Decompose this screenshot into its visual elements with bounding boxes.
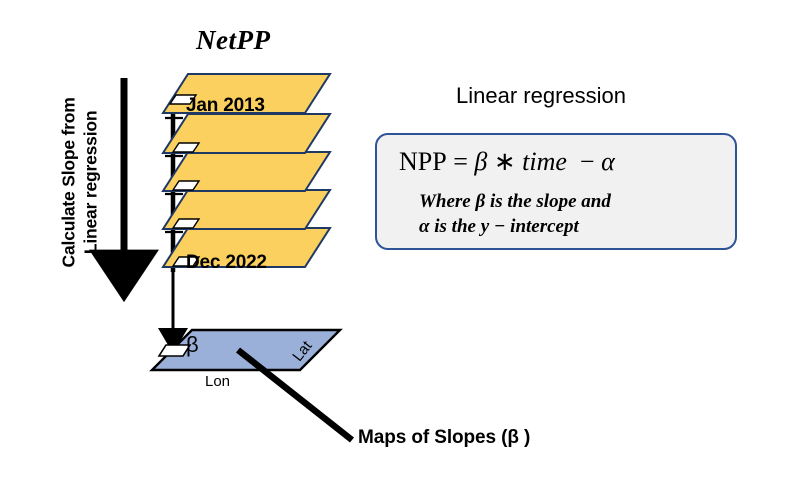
netpp-layer xyxy=(161,113,332,154)
equation-equals: = xyxy=(453,147,468,176)
process-arrow-caption-line2: Linear regression xyxy=(81,110,101,255)
regression-equation-box: NPP = β ∗ time − α Where β is the slope … xyxy=(375,133,737,250)
connector-ticks xyxy=(165,116,183,234)
regression-note: Where β is the slope and α is the y − in… xyxy=(419,189,611,239)
slope-map-plane xyxy=(149,328,343,372)
equation-lhs: NPP xyxy=(399,147,447,176)
regression-note-line1: Where β is the slope and xyxy=(419,191,611,212)
netpp-layer-stack xyxy=(161,73,332,268)
lon-axis-label: Lon xyxy=(205,373,231,390)
regression-heading: Linear regression xyxy=(456,83,626,108)
regression-note-line2: α is the y − intercept xyxy=(419,216,579,238)
equation-beta: β xyxy=(474,147,488,176)
layer-label-start: Jan 2013 xyxy=(186,95,265,116)
process-arrow-caption: Calculate Slope from Linear regression xyxy=(58,62,103,302)
netpp-layer xyxy=(161,227,332,268)
netpp-layer xyxy=(161,151,332,192)
layer-label-end: Dec 2022 xyxy=(186,252,267,273)
process-arrow-caption-line1: Calculate Slope from xyxy=(58,97,79,268)
equation-times: ∗ xyxy=(493,147,516,176)
netpp-layer xyxy=(161,189,332,230)
equation-minus: − xyxy=(579,147,595,176)
netpp-layer xyxy=(161,73,332,114)
output-caption: Maps of Slopes (β ) xyxy=(358,427,531,448)
plane-callout-line xyxy=(235,347,355,443)
slope-symbol-label: β xyxy=(186,332,199,357)
regression-equation: NPP = β ∗ time − α xyxy=(399,147,615,177)
equation-alpha: α xyxy=(601,147,615,176)
page-title: NetPP xyxy=(196,25,271,55)
equation-time: time xyxy=(522,147,567,176)
